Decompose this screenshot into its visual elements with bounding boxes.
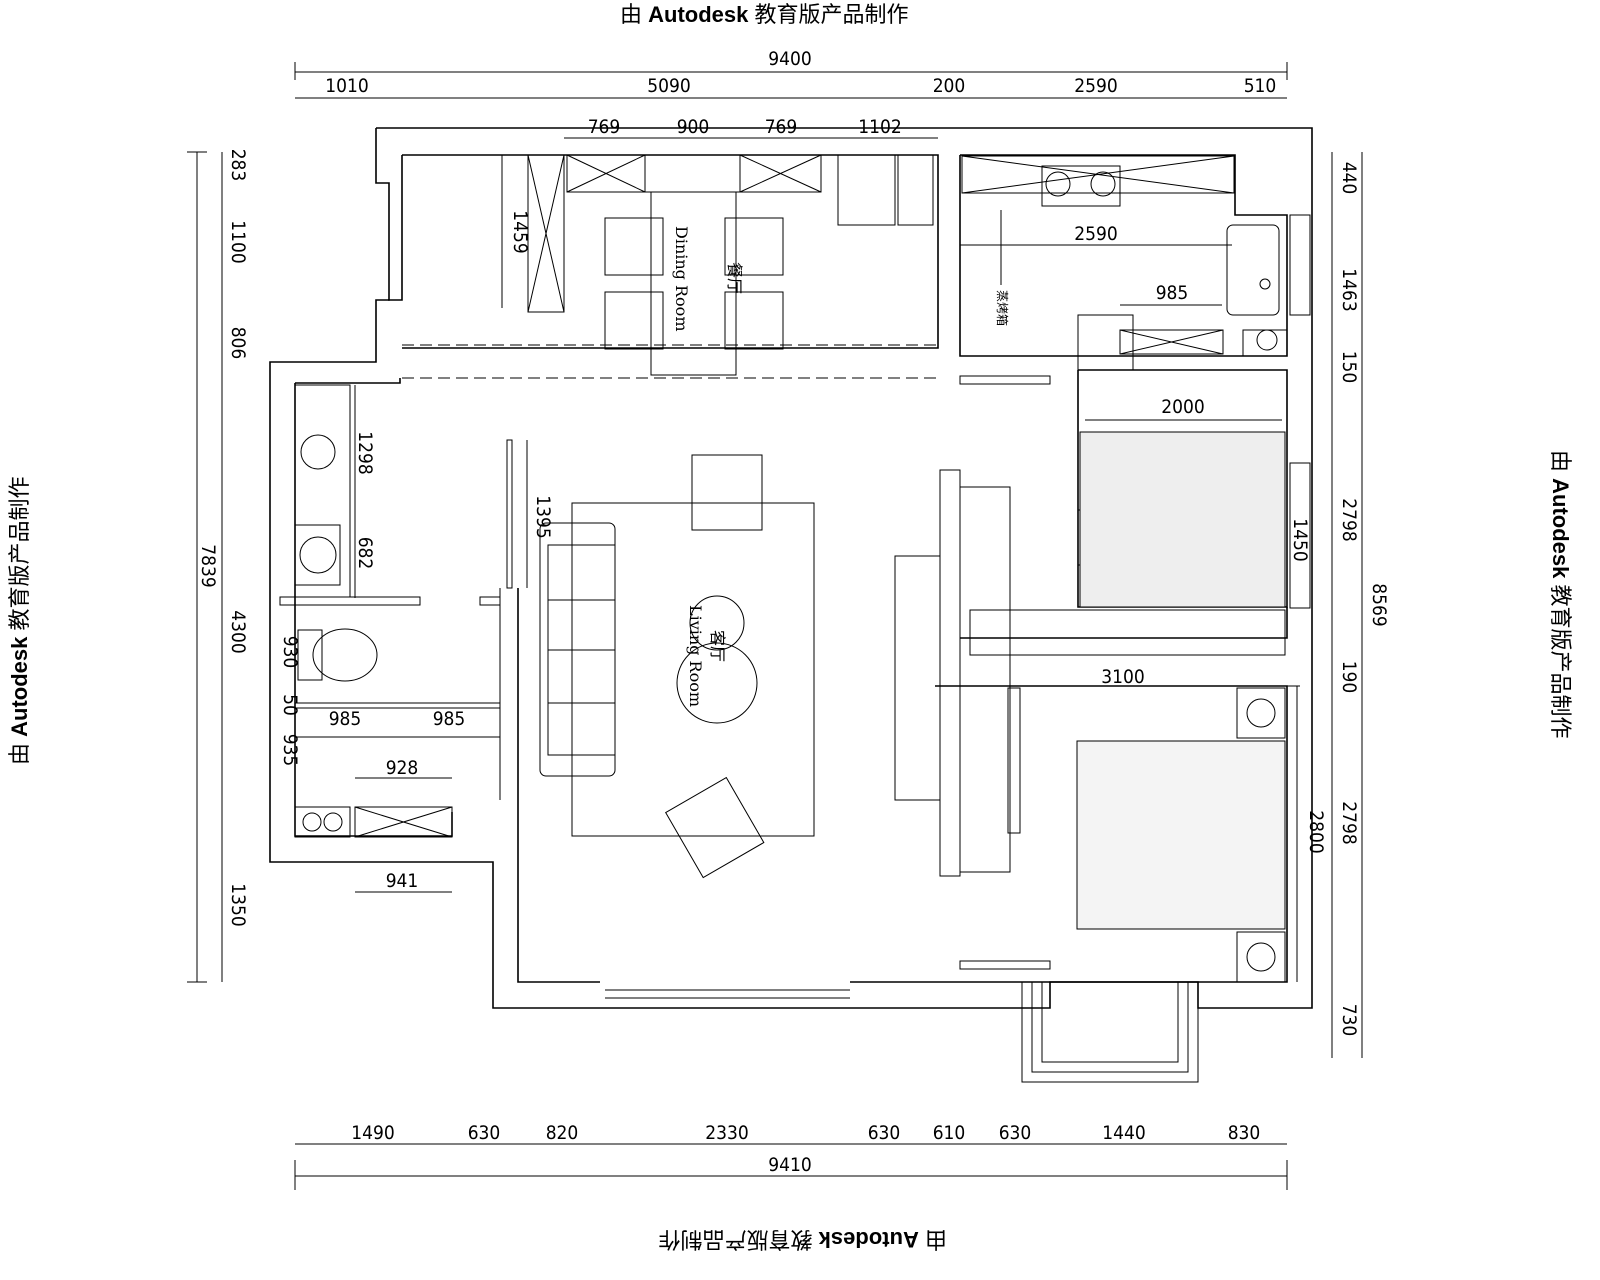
dim-top: 510 (1244, 75, 1277, 97)
dim-bottom: 1490 (351, 1122, 395, 1144)
dim-bottom: 630 (999, 1122, 1032, 1144)
dim-right: 2798 (1338, 498, 1360, 542)
dim-right: 190 (1338, 661, 1360, 694)
dim-top-total: 9400 (768, 48, 812, 70)
dim-top: 200 (933, 75, 966, 97)
dim-bottom: 630 (868, 1122, 901, 1144)
dim-interior: 682 (354, 537, 376, 570)
watermark-bottom: 由 Autodesk 教育版产品制作 (658, 1227, 947, 1252)
dim-left: 1100 (227, 220, 249, 264)
stove-burner-icon (1045, 171, 1071, 197)
dim-right-total: 8569 (1368, 583, 1390, 627)
dim-top: 1010 (325, 75, 369, 97)
dining-room-label-cn: 餐厅 (725, 262, 744, 294)
dim-interior: 2000 (1161, 396, 1205, 418)
dimension-lines (187, 62, 1363, 1190)
toilet-icon (312, 628, 378, 682)
dim-interior: 3100 (1101, 666, 1145, 688)
dim-left-total: 7839 (197, 544, 219, 588)
dining-room-label-en: Dining Room (672, 226, 691, 331)
dim-interior: 1395 (532, 495, 554, 539)
bedroom-furniture (969, 431, 1286, 983)
watermark-left: 由 Autodesk 教育版产品制作 (7, 476, 32, 765)
dim-interior: 930 (279, 636, 301, 669)
dim-top: 900 (677, 116, 710, 138)
dim-bottom: 830 (1228, 1122, 1261, 1144)
svg-text:由 Autodesk 教育版产品制作: 由 Autodesk 教育版产品制作 (620, 2, 909, 27)
svg-text:由 Autodesk 教育版产品制作: 由 Autodesk 教育版产品制作 (7, 476, 32, 765)
dim-interior: 2800 (1305, 810, 1327, 854)
dim-interior: 941 (386, 870, 419, 892)
walls (269, 127, 1313, 1083)
oven-label: 蒸烤箱 (995, 290, 1010, 326)
dim-interior: 50 (279, 694, 301, 716)
washing-machine-icon (299, 536, 337, 574)
dining-furniture (527, 154, 934, 376)
living-furniture (539, 314, 1134, 879)
dim-bottom: 630 (468, 1122, 501, 1144)
dim-right: 150 (1338, 351, 1360, 384)
dim-top: 769 (588, 116, 621, 138)
dim-top: 1102 (858, 116, 902, 138)
dim-interior: 985 (433, 708, 466, 730)
dim-left: 283 (227, 149, 249, 182)
dim-top: 769 (765, 116, 798, 138)
dim-bottom: 820 (546, 1122, 579, 1144)
dim-interior: 985 (329, 708, 362, 730)
dim-bottom: 610 (933, 1122, 966, 1144)
kitchen-furniture (961, 155, 1288, 357)
dim-bottom-total: 9410 (768, 1154, 812, 1176)
dim-interior: 1459 (509, 210, 531, 254)
dim-bottom: 1440 (1102, 1122, 1146, 1144)
dim-top: 2590 (1074, 75, 1118, 97)
svg-text:由 Autodesk 教育版产品制作: 由 Autodesk 教育版产品制作 (658, 1227, 947, 1252)
dim-top: 5090 (647, 75, 691, 97)
dim-interior: 1298 (354, 431, 376, 475)
watermark-top: 由 Autodesk 教育版产品制作 (620, 2, 909, 27)
dim-right: 730 (1338, 1004, 1360, 1037)
dim-interior: 1450 (1289, 518, 1311, 562)
bathroom-furniture (279, 384, 501, 838)
dim-right: 2798 (1338, 801, 1360, 845)
svg-text:由 Autodesk 教育版产品制作: 由 Autodesk 教育版产品制作 (1548, 450, 1573, 739)
dim-left: 1350 (227, 883, 249, 927)
dim-interior: 2590 (1074, 223, 1118, 245)
watermark-right: 由 Autodesk 教育版产品制作 (1548, 450, 1573, 739)
dim-interior: 985 (1156, 282, 1189, 304)
living-room-label-cn: 客厅 (708, 630, 727, 662)
dim-right: 440 (1338, 162, 1360, 195)
living-room-label-en: Living Room (686, 605, 705, 707)
dim-left: 806 (227, 327, 249, 360)
dim-right: 1463 (1338, 268, 1360, 312)
dim-interior: 935 (279, 734, 301, 767)
dim-bottom: 2330 (705, 1122, 749, 1144)
dim-interior: 928 (386, 757, 419, 779)
stove-burner-icon (1090, 171, 1116, 197)
dim-left: 4300 (227, 610, 249, 654)
